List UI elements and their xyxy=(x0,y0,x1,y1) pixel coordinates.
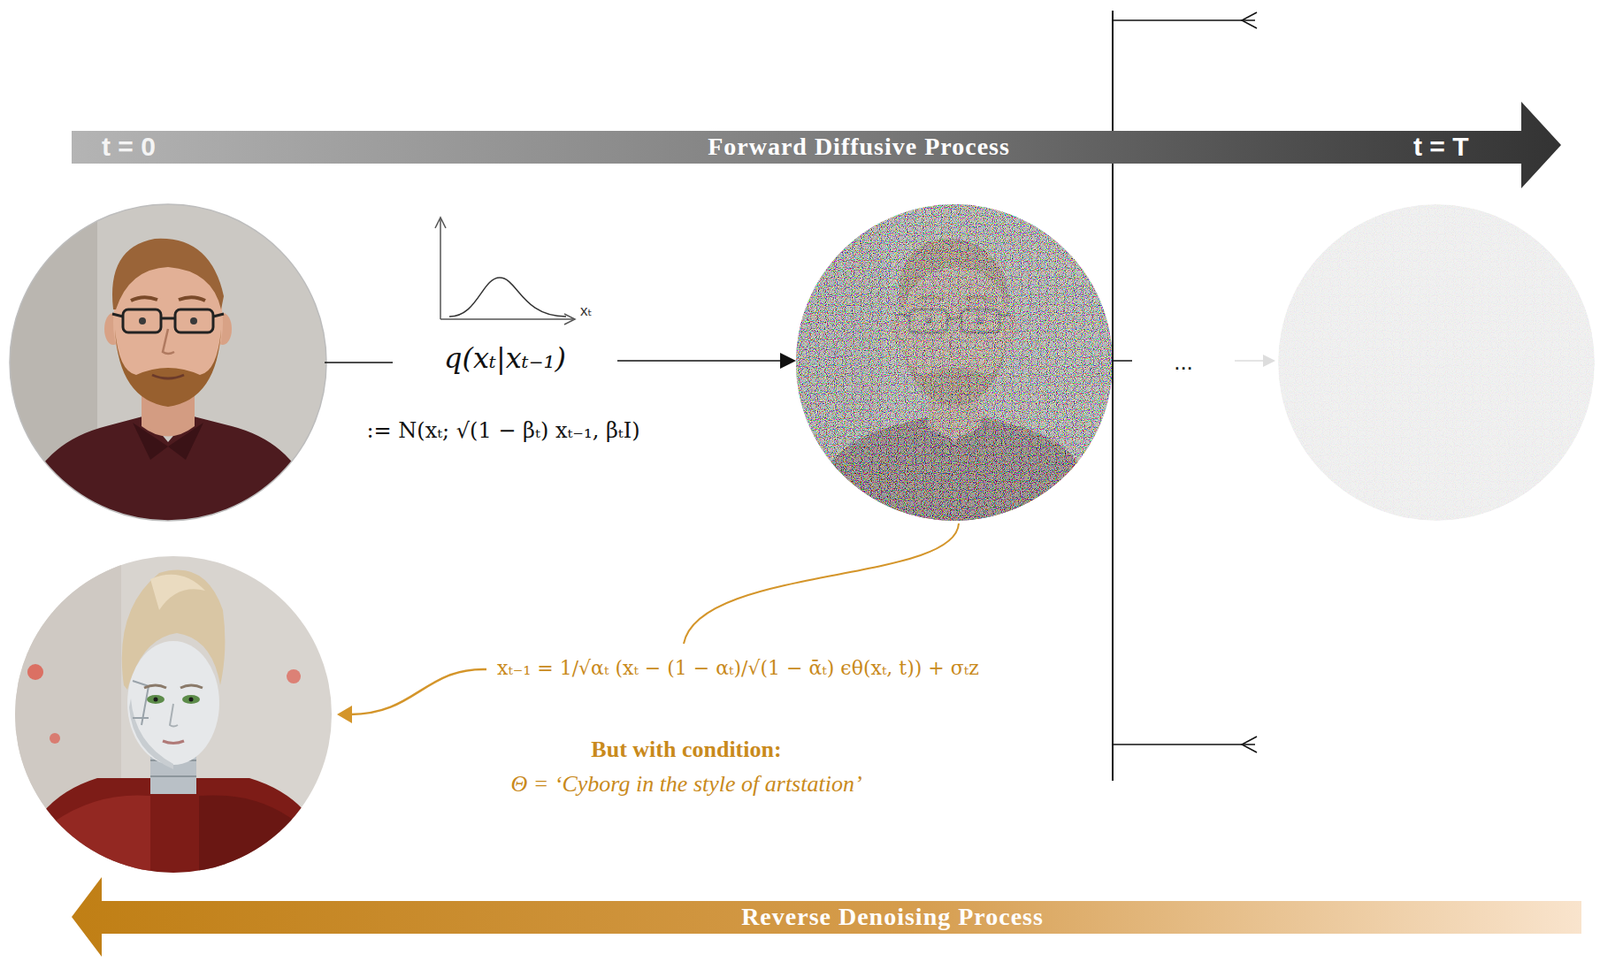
cyborg-image-part xyxy=(127,641,220,766)
arrow-body xyxy=(71,101,1562,189)
condition-heading: But with condition: xyxy=(590,734,781,766)
faint-arrow-head xyxy=(1263,354,1276,368)
equation: := N(xₜ; √(1 − βₜ) xₜ₋₁, βₜI) xyxy=(366,417,640,445)
noise-image-part xyxy=(1278,204,1595,521)
divider-bracket xyxy=(1112,10,1257,781)
divider-bracket-part xyxy=(1112,359,1133,362)
cyborg-image-part xyxy=(169,704,178,728)
divider-bracket-part xyxy=(1241,12,1257,29)
time-label: t = 0 xyxy=(101,131,156,163)
cyborg-image-part xyxy=(150,574,206,611)
flow-line xyxy=(324,361,393,364)
reverse-process-arrow: Reverse Denoising Process xyxy=(71,877,1582,957)
cyborg-image-part xyxy=(199,795,297,876)
noisy-image-part xyxy=(786,194,1123,531)
noise-image xyxy=(1278,204,1595,521)
faint-arrow xyxy=(1234,359,1265,362)
equation: xₜ₋₁ = 1/√αₜ (xₜ − (1 − αₜ)/√(1 − ᾱₜ) ϵθ… xyxy=(497,656,980,682)
cyborg-image-part xyxy=(27,664,44,681)
divider-bracket-part xyxy=(1111,10,1114,781)
noisy-image-part xyxy=(796,204,1113,521)
cyborg-image xyxy=(15,556,332,876)
divider-bracket-part xyxy=(1241,736,1257,753)
gaussian-plot-part xyxy=(440,318,574,321)
arrow-head xyxy=(780,352,797,369)
leader-line xyxy=(683,523,959,644)
process-title: Forward Diffusive Process xyxy=(707,132,1011,161)
cyborg-image-part xyxy=(122,570,226,690)
person-photo-part xyxy=(0,194,337,531)
leader-arrow xyxy=(350,669,487,715)
condition-prompt: Θ = ‘Cyborg in the style of artstation’ xyxy=(500,769,873,800)
arrow-body xyxy=(71,877,1582,957)
gaussian-plot-part xyxy=(439,219,442,320)
process-title: Reverse Denoising Process xyxy=(741,903,1044,932)
time-label: t = T xyxy=(1413,131,1470,163)
gaussian-plot-part xyxy=(449,277,567,317)
cyborg-image-part xyxy=(162,741,184,744)
noise-image-part xyxy=(1278,204,1595,521)
divider-bracket-part xyxy=(1112,19,1256,22)
photo-border xyxy=(9,204,327,521)
forward-process-arrow: t = 0 Forward Diffusive Process t = T xyxy=(71,101,1562,189)
gaussian-plot-part xyxy=(435,217,446,229)
divider-bracket-part xyxy=(1112,743,1256,746)
cyborg-image-part xyxy=(146,695,165,705)
gaussian-plot-part xyxy=(564,313,575,325)
noisy-image-part xyxy=(796,204,1113,521)
cyborg-image-part xyxy=(144,685,203,689)
equation: q(xₜ|xₜ₋₁) xyxy=(444,340,567,378)
cyborg-image-part xyxy=(49,733,61,744)
person-photo xyxy=(0,194,337,531)
ellipsis: ... xyxy=(1173,347,1194,378)
arrow-head xyxy=(336,705,353,724)
cyborg-image-part xyxy=(189,697,194,703)
gaussian-plot xyxy=(435,217,575,325)
noisy-image xyxy=(786,194,1123,531)
cyborg-image-part xyxy=(286,669,301,684)
cyborg-image-part xyxy=(153,697,159,703)
cyborg-image-part xyxy=(129,698,174,770)
cyborg-image-part xyxy=(182,695,200,705)
axis-label: xₜ xyxy=(580,301,593,322)
flow-arrow xyxy=(617,359,782,362)
cyborg-image-part xyxy=(53,795,151,876)
